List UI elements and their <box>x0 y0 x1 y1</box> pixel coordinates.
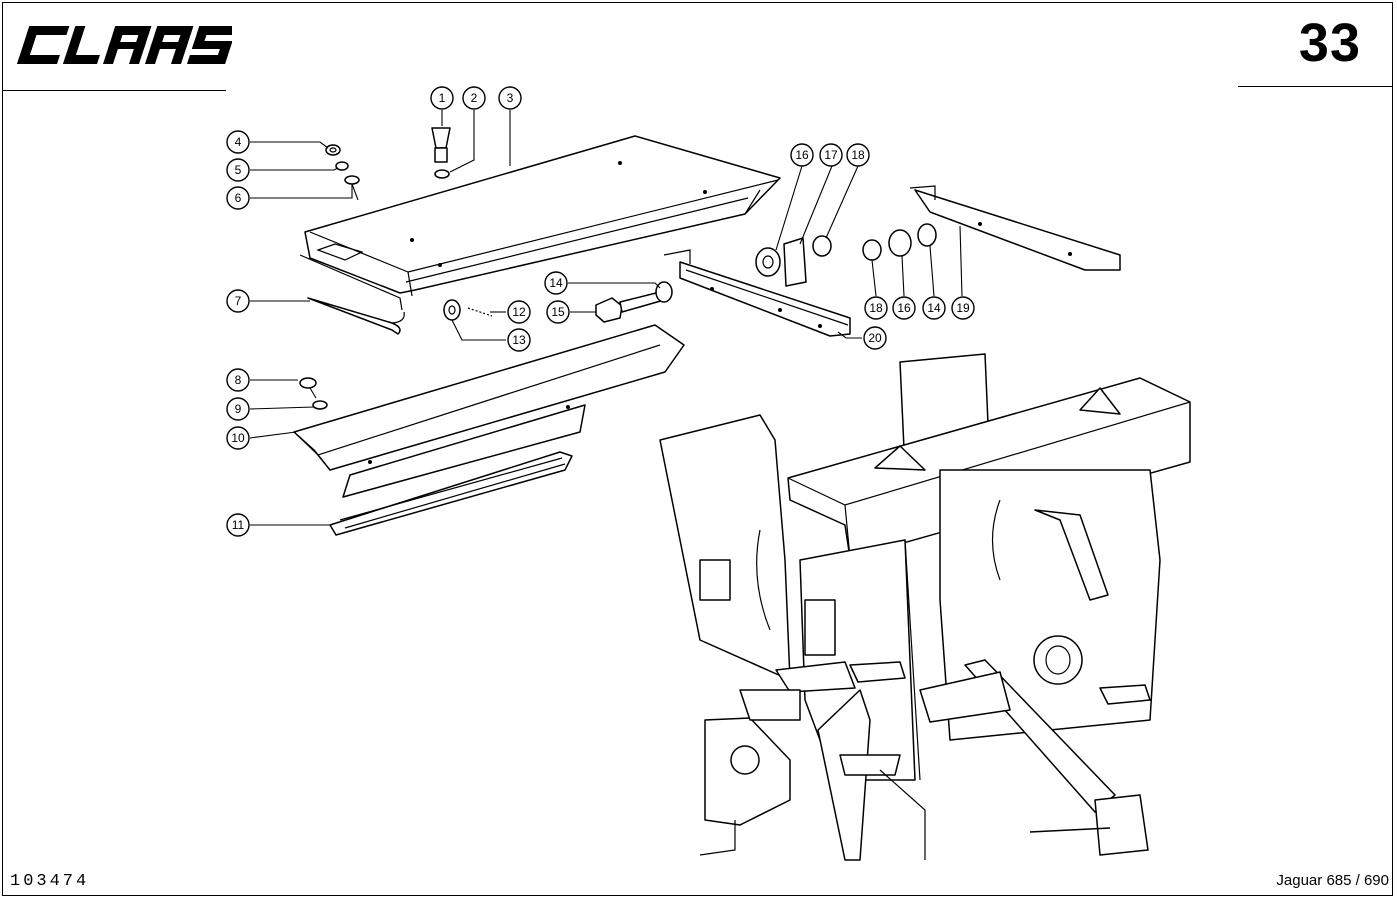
callout-19: 19 <box>951 296 975 320</box>
svg-text:19: 19 <box>956 301 970 315</box>
washer-13 <box>443 299 461 321</box>
claas-logo <box>12 24 238 73</box>
callout-8: 8 <box>226 368 250 392</box>
latch-1 <box>431 127 451 163</box>
callout-14-right: 14 <box>922 296 946 320</box>
rubber-strip <box>329 451 573 536</box>
callout-9: 9 <box>226 397 250 421</box>
callout-13: 13 <box>507 328 531 352</box>
chassis-frame <box>659 353 1191 861</box>
svg-text:17: 17 <box>824 148 838 162</box>
callout-4: 4 <box>226 130 250 154</box>
page-number-rule <box>1238 86 1393 87</box>
callout-18-top: 18 <box>846 143 870 167</box>
callout-18-bottom: 18 <box>864 296 888 320</box>
callout-15: 15 <box>546 300 570 324</box>
svg-text:14: 14 <box>549 276 563 290</box>
washer-5 <box>335 161 349 171</box>
washer-2 <box>434 169 450 179</box>
svg-text:10: 10 <box>231 431 245 445</box>
bushing-16b <box>888 229 912 257</box>
nut-18b <box>862 239 882 261</box>
washer-14b <box>917 223 937 247</box>
callout-20: 20 <box>863 326 887 350</box>
lower-cover <box>293 324 685 498</box>
page-number: 33 <box>1298 13 1361 73</box>
svg-text:6: 6 <box>235 191 242 205</box>
callout-1: 1 <box>430 86 454 110</box>
svg-text:12: 12 <box>512 305 526 319</box>
bolt-15 <box>595 291 665 323</box>
rod <box>307 297 405 335</box>
bushing-16a <box>755 247 781 277</box>
nut-4 <box>325 144 341 156</box>
svg-text:2: 2 <box>471 91 478 105</box>
svg-text:5: 5 <box>235 163 242 177</box>
svg-text:3: 3 <box>507 91 514 105</box>
svg-text:18: 18 <box>869 301 883 315</box>
plate-17 <box>783 237 807 287</box>
svg-text:18: 18 <box>851 148 865 162</box>
svg-text:4: 4 <box>235 135 242 149</box>
nut-18a <box>812 235 832 257</box>
callout-3: 3 <box>498 86 522 110</box>
bolt-6 <box>344 175 360 201</box>
bracket-19 <box>909 185 1121 271</box>
cover-panel <box>304 135 781 297</box>
callout-17: 17 <box>819 143 843 167</box>
washer-9 <box>312 400 328 410</box>
washer-14a <box>655 281 673 303</box>
svg-text:20: 20 <box>868 331 882 345</box>
svg-text:11: 11 <box>232 518 245 532</box>
callout-10: 10 <box>226 426 250 450</box>
svg-text:16: 16 <box>897 301 911 315</box>
svg-text:8: 8 <box>235 373 242 387</box>
callout-12: 12 <box>507 300 531 324</box>
callout-16-top: 16 <box>790 143 814 167</box>
logo-rule <box>2 90 226 91</box>
bolt-8 <box>299 377 317 399</box>
callout-5: 5 <box>226 158 250 182</box>
svg-text:13: 13 <box>512 333 526 347</box>
svg-text:16: 16 <box>795 148 809 162</box>
model-label: Jaguar 685 / 690 <box>1276 872 1389 889</box>
svg-text:1: 1 <box>439 91 446 105</box>
leader-lines <box>249 110 963 526</box>
callout-6: 6 <box>226 186 250 210</box>
callout-11: 11 <box>226 513 250 537</box>
callout-7: 7 <box>226 289 250 313</box>
svg-text:15: 15 <box>551 305 565 319</box>
callout-14-left: 14 <box>544 271 568 295</box>
svg-text:9: 9 <box>235 402 242 416</box>
callout-16-bottom: 16 <box>892 296 916 320</box>
svg-text:7: 7 <box>235 294 242 308</box>
svg-text:14: 14 <box>927 301 941 315</box>
drawing-number: 103474 <box>10 872 90 891</box>
screw-12 <box>467 307 493 317</box>
callout-2: 2 <box>462 86 486 110</box>
bracket-20 <box>663 249 851 337</box>
cover-bracket <box>299 254 403 311</box>
